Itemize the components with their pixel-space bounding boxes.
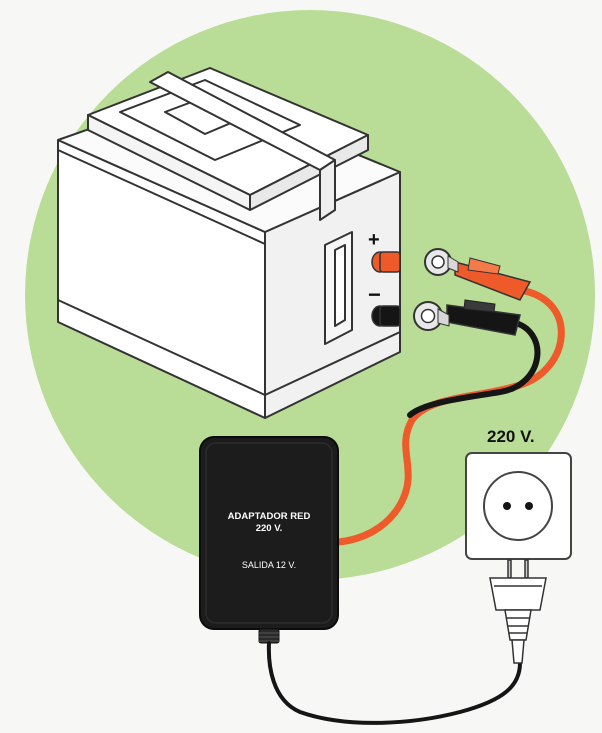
negative-terminal — [371, 305, 401, 327]
adapter-cord — [266, 641, 522, 725]
ring-terminal-icon — [424, 248, 532, 301]
adapter-title-line1: ADAPTADOR RED — [228, 511, 311, 522]
adapter-title-line2: 220 V. — [256, 523, 283, 534]
battery-icon — [57, 67, 401, 419]
adapter-output-label: SALIDA 12 V. — [242, 560, 296, 570]
plus-sign-label: + — [368, 229, 380, 251]
power-plug-icon — [489, 559, 547, 664]
black-wire — [407, 319, 541, 418]
minus-sign-label: − — [368, 282, 381, 307]
outlet-voltage-label: 220 V. — [487, 427, 535, 446]
power-adapter-icon — [199, 436, 339, 644]
wall-outlet-icon — [465, 452, 572, 560]
positive-terminal — [371, 251, 401, 273]
ring-terminal-icon — [413, 299, 521, 336]
